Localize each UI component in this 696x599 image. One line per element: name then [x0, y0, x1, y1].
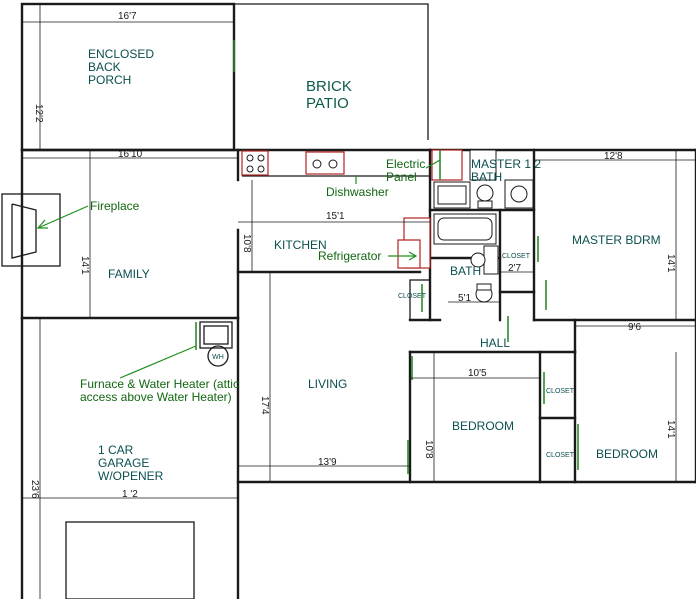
living-width-label: 13'9 [318, 457, 337, 468]
closet-2-label: CLOSET [546, 452, 575, 459]
fireplace-symbol [1, 193, 61, 267]
kitchen-fixtures [241, 149, 463, 269]
porch-width-label: 16'7 [118, 11, 137, 22]
annotation-arrows [36, 159, 441, 379]
master-depth-label: 14'1 [665, 254, 676, 273]
master-bath-vanity [469, 149, 497, 181]
refrigerator-label: Refrigerator [318, 249, 381, 263]
patio-outline [234, 3, 429, 140]
hall-closet-label: CLOSET [398, 293, 427, 300]
closet-1-label: CLOSET [546, 388, 575, 395]
dimension-lines [22, 4, 696, 599]
bath-fixtures [433, 149, 534, 303]
master-closet-width-label: 2'7 [508, 263, 521, 274]
electric-panel [431, 149, 463, 181]
pantry [397, 239, 421, 269]
master-sink [504, 179, 534, 209]
electric-panel-label-2: Panel [386, 170, 417, 184]
dishwasher-label: Dishwasher [326, 185, 389, 199]
dimension-labels: 16'7 12'2 16'10 14'1 15'1 10'8 13'9 17'4… [29, 11, 676, 500]
stove [241, 150, 269, 176]
electric-panel-label-1: Electric [386, 157, 425, 171]
kitchen-label: KITCHEN [274, 238, 327, 252]
sink [305, 151, 345, 175]
living-depth-label: 17'4 [259, 396, 270, 415]
garage-label-1: 1 CAR [98, 443, 134, 457]
master-bedroom-label: MASTER BDRM [572, 233, 661, 247]
patio-label-1: BRICK [306, 78, 352, 95]
fireplace-arrow [37, 205, 89, 229]
panel-arrow [425, 159, 441, 169]
hall-label: HALL [480, 336, 510, 350]
living-label: LIVING [308, 377, 347, 391]
bedroom-1-depth-label: 10'8 [423, 440, 434, 459]
bedroom-2-depth-label: 14'1 [665, 420, 676, 439]
furnace-symbol [199, 321, 233, 349]
bedroom-2-label: BEDROOM [596, 447, 658, 461]
kitchen-width-label: 15'1 [326, 211, 345, 222]
bedroom-2-width-label: 9'6 [628, 322, 641, 333]
doors [195, 40, 579, 474]
bedroom-1-width-label: 10'5 [468, 368, 487, 379]
garage-label-2: GARAGE [98, 456, 149, 470]
bath-vanity-bowl [470, 252, 486, 268]
furnace-water-heater: WH [199, 321, 233, 367]
garage-door-outline [65, 521, 195, 599]
hall-closet-walls [409, 279, 431, 321]
garage-depth-label: 23'6 [29, 480, 40, 499]
kitchen-depth-label: 10'8 [241, 234, 252, 253]
bath-width-label: 5'1 [458, 293, 471, 304]
walls [20, 2, 696, 599]
bedroom-1-label: BEDROOM [452, 419, 514, 433]
annotation-labels: Fireplace Electric Panel Dishwasher Refr… [80, 157, 425, 404]
furnace-label-1: Furnace & Water Heater (attic [80, 377, 239, 391]
furnace-label-2: access above Water Heater) [80, 390, 232, 404]
garage-width-label: 1 '2 [122, 489, 138, 500]
family-label: FAMILY [108, 267, 150, 281]
family-depth-label: 14'1 [79, 256, 90, 275]
porch-label-2: BACK [88, 60, 121, 74]
patio-label-2: PATIO [306, 95, 349, 112]
porch-depth-label: 12'2 [33, 104, 44, 123]
master-closet-label: CLOSET [502, 253, 531, 260]
bath-label: BATH [450, 264, 481, 278]
master-bath-label-2: BATH [471, 170, 502, 184]
master-bath-label-1: MASTER 1 2 [471, 157, 541, 171]
water-heater-label: WH [212, 354, 224, 361]
master-toilet [476, 184, 494, 202]
furnace-arrow [119, 345, 197, 379]
garage-label-3: W/OPENER [98, 469, 164, 483]
room-labels: ENCLOSED BACK PORCH BRICK PATIO FAMILY K… [88, 47, 661, 483]
master-width-label: 12'8 [604, 151, 623, 162]
water-heater-symbol [207, 345, 229, 367]
bath-sink [483, 245, 499, 275]
fireplace-label: Fireplace [90, 199, 140, 213]
porch-label-3: PORCH [88, 73, 131, 87]
porch-label-1: ENCLOSED [88, 47, 154, 61]
family-width-label: 16'10 [118, 149, 143, 160]
